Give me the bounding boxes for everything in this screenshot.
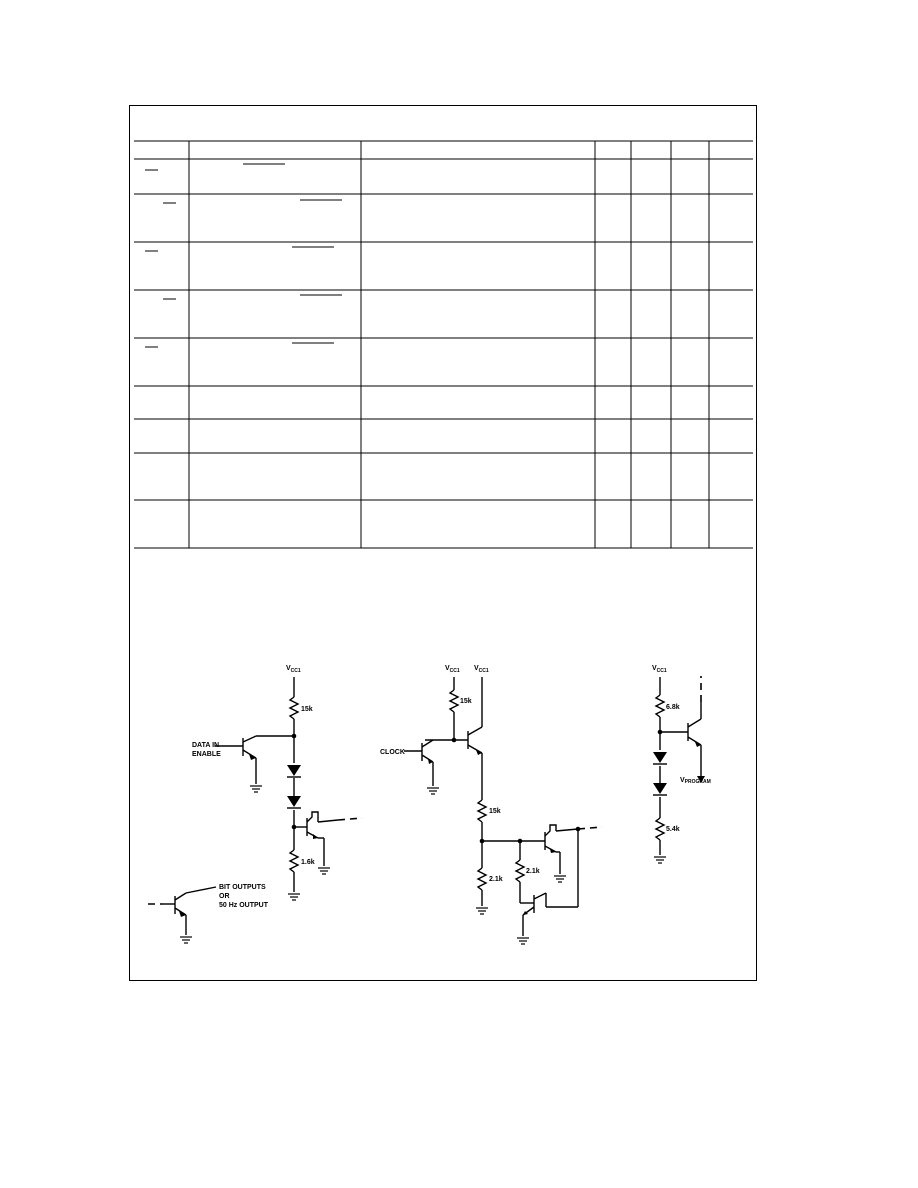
spec-table-grid: [134, 140, 753, 549]
mid-supply1-label: VCC1: [445, 665, 460, 674]
enable-label: ENABLE: [192, 751, 221, 758]
data-in-label: DATA IN: [192, 742, 219, 749]
page-frame: [129, 105, 757, 981]
left-circuit-parts: [148, 733, 363, 944]
left-r-top-label: 15k: [301, 706, 313, 713]
mid-r-base-label: 15k: [460, 698, 472, 705]
50hz-output-label: 50 Hz OUTPUT: [219, 902, 269, 909]
right-r-bottom-label: 5.4k: [666, 826, 680, 833]
right-r-top-label: 6.8k: [666, 704, 680, 711]
left-input-circuit: [163, 677, 339, 935]
mid-supply2-label: VCC1: [474, 665, 489, 674]
clock-label: CLOCK: [380, 749, 405, 756]
right-supply-label: VCC1: [652, 665, 667, 674]
clock-circuit-parts: [426, 737, 603, 945]
left-supply-label: VCC1: [286, 665, 301, 674]
mid-r-emitter-label: 15k: [489, 808, 501, 815]
overbar-marks: [145, 163, 342, 348]
mid-r-pulldown-label: 2.1k: [489, 876, 503, 883]
left-r-bottom-label: 1.6k: [301, 859, 315, 866]
clock-input-circuit: [404, 677, 579, 936]
mid-r-feedback-label: 2.1k: [526, 868, 540, 875]
bit-outputs-label: BIT OUTPUTS: [219, 884, 266, 891]
program-circuit-parts: [653, 676, 705, 864]
vprogram-label: VPROGRAM: [680, 777, 711, 785]
or-label: OR: [219, 893, 230, 900]
